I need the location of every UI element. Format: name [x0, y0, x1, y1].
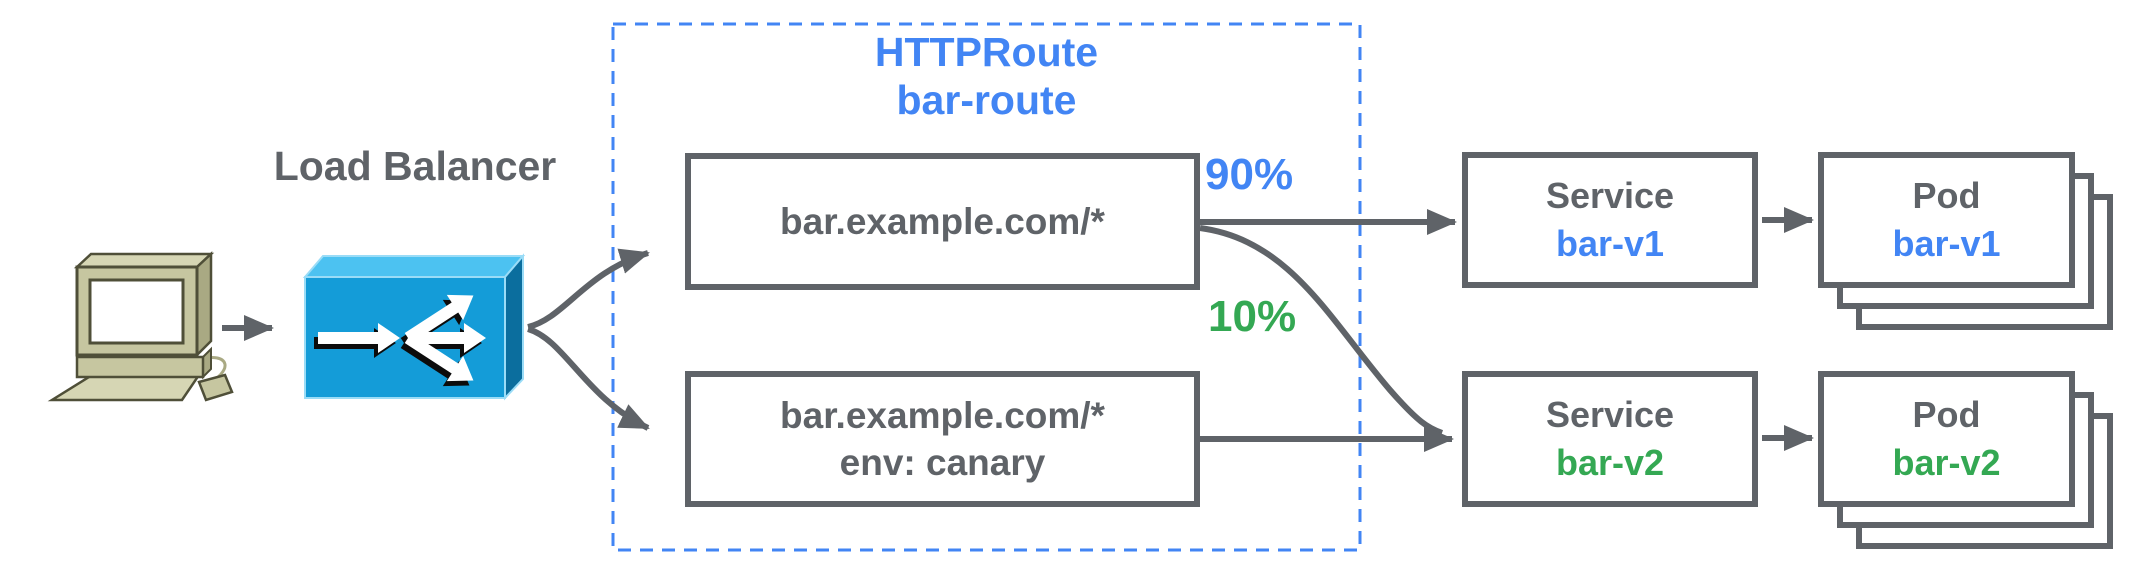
weight-10-label: 10% — [1208, 292, 1297, 341]
service-box-v2: Service bar-v2 — [1462, 371, 1758, 507]
fork-lb-to-rule1 — [527, 248, 650, 330]
pod-kind-v2: Pod — [1912, 394, 1981, 435]
route-rule-box-v2: bar.example.com/* env: canary — [685, 371, 1200, 507]
desktop-computer-icon — [47, 251, 234, 402]
weight-90-label: 90% — [1205, 150, 1294, 199]
pod-card-front-v1: Pod bar-v1 — [1818, 152, 2075, 288]
pod-card-front-v2: Pod bar-v2 — [1818, 371, 2075, 507]
fork-lb-to-rule2 — [527, 326, 650, 431]
route-rule-header-v2: env: canary — [839, 442, 1046, 483]
service-box-v1: Service bar-v1 — [1462, 152, 1758, 288]
service-kind-v1: Service — [1545, 175, 1675, 216]
route-rule-match-v1: bar.example.com/* — [780, 201, 1105, 242]
service-kind-v2: Service — [1545, 394, 1675, 435]
route-rule-box-v1: bar.example.com/* — [685, 153, 1200, 290]
httproute-kind-label: HTTPRoute — [874, 29, 1099, 75]
curve-rule1-to-service-v2 — [1199, 225, 1444, 436]
service-name-v2: bar-v2 — [1555, 442, 1665, 483]
load-balancer-label: Load Balancer — [273, 143, 557, 189]
pod-stack-v2: Pod bar-v2 — [1818, 371, 2113, 549]
httproute-name-label: bar-route — [896, 77, 1077, 123]
pod-stack-v1: Pod bar-v1 — [1818, 152, 2113, 330]
load-balancer-icon — [302, 253, 526, 401]
httproute-title: HTTPRoute bar-route — [613, 28, 1360, 124]
route-rule-match-v2: bar.example.com/* — [780, 395, 1105, 436]
pod-name-v1: bar-v1 — [1892, 223, 2001, 264]
lb-split-arrows — [318, 294, 486, 382]
pod-kind-v1: Pod — [1912, 175, 1981, 216]
pod-name-v2: bar-v2 — [1892, 442, 2001, 483]
service-name-v1: bar-v1 — [1555, 223, 1665, 264]
